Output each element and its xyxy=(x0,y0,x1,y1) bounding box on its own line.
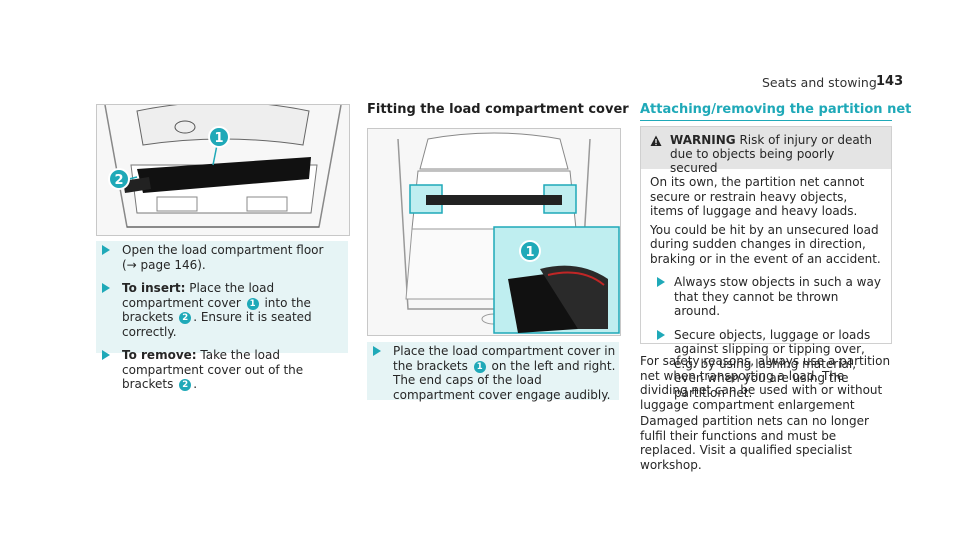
callout-ref: 1 xyxy=(473,360,486,373)
step-label: To insert: xyxy=(122,281,186,295)
page-reference[interactable]: (→ page 146). xyxy=(122,257,206,272)
step-arrow-icon xyxy=(102,283,110,293)
step-label: To remove: xyxy=(122,348,197,362)
trunk-cover-fitting-illustration: 1 xyxy=(368,129,620,335)
left-steps: Open the load compartment floor (→ page … xyxy=(96,241,348,391)
step-text: Place the load compartment cover in the … xyxy=(393,344,616,373)
step-arrow-icon xyxy=(373,346,381,356)
step-place-cover: Place the load compartment cover in the … xyxy=(367,344,619,402)
warning-label: WARNING xyxy=(670,133,736,147)
partition-net-heading: Attaching/removing the partition net xyxy=(640,102,912,117)
callout-2: 2 xyxy=(108,168,130,190)
cover-heading: Fitting the load compartment cover xyxy=(367,102,629,117)
cover-figure: 1 xyxy=(367,128,621,336)
warning-bullet: Secure objects, luggage or loads against… xyxy=(650,328,882,401)
step-text: Take the load compartment cover out of t… xyxy=(122,348,304,391)
step-text: . Ensure it is seated correctly. xyxy=(122,310,312,339)
step-text: on the left and right. The end caps of t… xyxy=(393,358,616,402)
callout-ref: 2 xyxy=(179,312,192,324)
callout-1: 1 xyxy=(519,240,541,262)
warning-text: Risk of injury or death due to objects b… xyxy=(670,133,872,175)
callout-1-label: 1 xyxy=(214,131,223,146)
step-text: Open the load compartment floor xyxy=(122,243,324,257)
step-text: Place the load compartment cover xyxy=(122,281,275,310)
bullet-text: Secure objects, luggage or loads against… xyxy=(674,327,871,400)
partition-net-paragraph: Damaged partition nets can no longer ful… xyxy=(640,414,869,472)
step-remove: To remove: Take the load compartment cov… xyxy=(96,348,348,392)
partition-net-paragraph: For safety reasons, always use a partiti… xyxy=(640,354,891,412)
callout-2-label: 2 xyxy=(114,173,123,188)
step-text: . xyxy=(193,377,198,391)
warning-paragraph: On its own, the partition net cannot sec… xyxy=(650,175,865,218)
warning-header: WARNING Risk of injury or death due to o… xyxy=(641,127,891,175)
step-arrow-icon xyxy=(657,277,665,287)
warning-bullet: Always stow objects in such a way that t… xyxy=(650,275,882,319)
callout-1: 1 xyxy=(208,126,230,148)
step-text: into the brackets xyxy=(122,295,311,325)
middle-steps: Place the load compartment cover in the … xyxy=(367,342,619,402)
callout-ref: 1 xyxy=(246,297,259,310)
warning-triangle-icon xyxy=(650,135,662,146)
warning-box: WARNING Risk of injury or death due to o… xyxy=(640,126,892,400)
step-arrow-icon xyxy=(102,245,110,255)
warning-body: On its own, the partition net cannot sec… xyxy=(641,169,891,400)
step-arrow-icon xyxy=(102,350,110,360)
step-insert: To insert: Place the load compartment co… xyxy=(96,281,348,339)
trunk-floor-figure: 1 2 xyxy=(96,104,350,236)
heading-rule xyxy=(640,120,892,121)
step-open-floor: Open the load compartment floor (→ page … xyxy=(96,243,348,272)
header-page-number: 143 xyxy=(876,74,904,89)
header-section-title: Seats and stowing xyxy=(762,75,877,90)
callout-1-label: 1 xyxy=(525,245,534,260)
step-arrow-icon xyxy=(657,329,665,340)
callout-ref: 2 xyxy=(179,379,192,391)
trunk-floor-brackets-illustration: 1 2 xyxy=(97,105,349,235)
bullet-text: Always stow objects in such a way that t… xyxy=(674,275,881,318)
warning-paragraph: You could be hit by an unsecured load du… xyxy=(650,222,881,266)
